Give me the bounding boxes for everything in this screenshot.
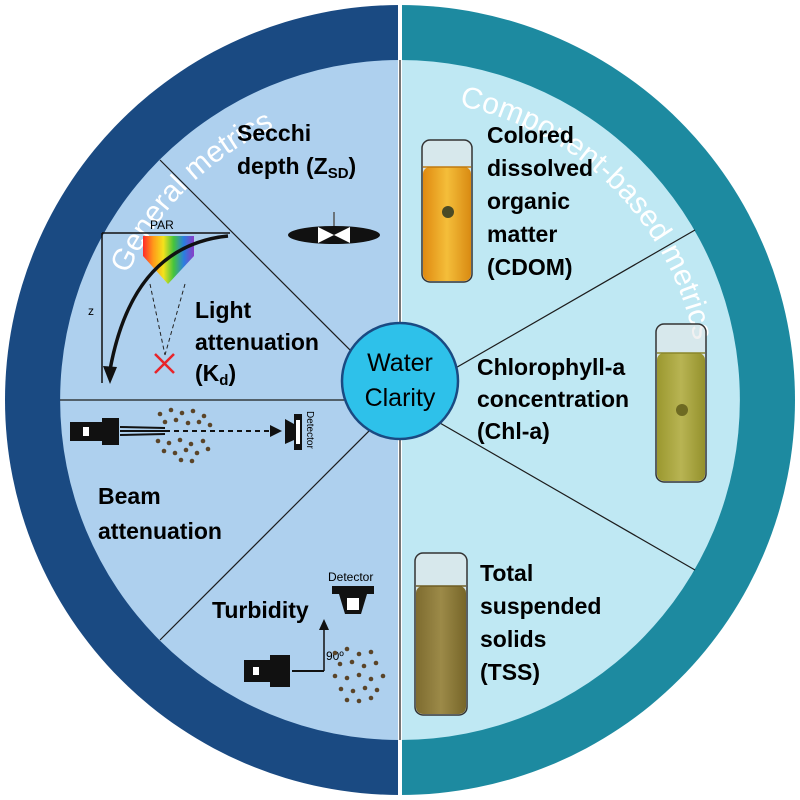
cdom-line-2: dissolved xyxy=(487,155,593,181)
attenuation-curve xyxy=(108,234,229,371)
cdom-line-4: matter xyxy=(487,221,557,247)
turbidity-detector-label: Detector xyxy=(328,570,373,584)
turbidity-particles xyxy=(332,646,386,704)
beam-detector-icon xyxy=(285,414,302,450)
beam-rays xyxy=(119,426,166,436)
light-attenuation-label: attenuation xyxy=(195,329,319,355)
angle-label: 90º xyxy=(326,649,344,663)
par-label: PAR xyxy=(150,218,174,232)
depth-axis-label: z xyxy=(88,304,94,318)
secchi-disk-icon xyxy=(288,212,380,244)
turbidity-label: Turbidity xyxy=(212,597,309,623)
center-title-line-2: Clarity xyxy=(365,384,436,412)
chla-line-1: Chlorophyll-a xyxy=(477,354,625,380)
tss-line-4: (TSS) xyxy=(480,659,540,685)
tss-line-2: suspended xyxy=(480,593,601,619)
curve-arrowhead-icon xyxy=(103,366,117,384)
center-circle xyxy=(340,321,460,441)
cdom-line-5: (CDOM) xyxy=(487,254,573,280)
light-label: Light xyxy=(195,297,252,323)
cdom-line-1: Colored xyxy=(487,122,574,148)
cdom-line-3: organic xyxy=(487,188,570,214)
cdom-beaker-icon xyxy=(421,139,473,283)
turbidity-flashlight-icon xyxy=(244,655,290,687)
chla-line-2: concentration xyxy=(477,386,629,412)
beam-label: Beam xyxy=(98,483,161,509)
center-title-line-1: Water xyxy=(367,349,433,377)
tss-beaker-icon xyxy=(414,552,468,716)
right-inner-area xyxy=(400,60,740,740)
beam-arrowhead-icon xyxy=(270,425,282,437)
tss-line-1: Total xyxy=(480,560,533,586)
particles-cloud xyxy=(155,407,213,464)
beam-graphic xyxy=(70,407,302,464)
turbidity-detector-icon xyxy=(332,586,374,614)
kd-label: (Kd) xyxy=(195,360,236,389)
turbidity-graphic xyxy=(244,619,386,704)
secchi-depth-label: depth (ZSD) xyxy=(237,153,356,182)
secchi-label: Secchi xyxy=(237,120,311,146)
tss-line-3: solids xyxy=(480,626,546,652)
beam-detector-label: Detector xyxy=(304,411,315,449)
red-x-icon xyxy=(154,353,175,374)
chla-line-3: (Chl-a) xyxy=(477,418,550,444)
chla-beaker-icon xyxy=(655,323,707,483)
light-attenuation-graphic xyxy=(101,232,230,384)
beam-attenuation-label: attenuation xyxy=(98,518,222,544)
flashlight-icon xyxy=(70,418,119,445)
